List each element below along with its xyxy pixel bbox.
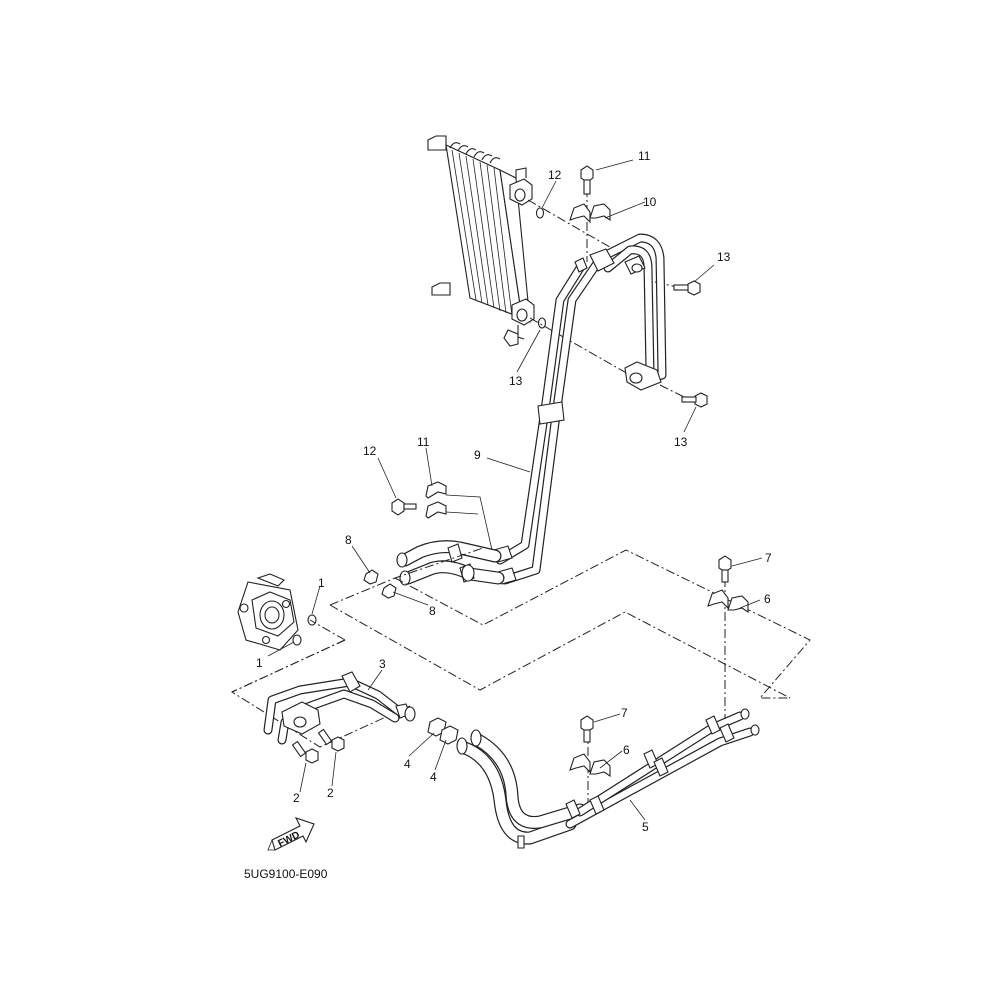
bolt-7-right <box>718 555 732 583</box>
bolt-11-lower <box>391 498 417 516</box>
clamp-10-lower <box>425 481 447 519</box>
callout-5: 5 <box>642 820 649 834</box>
o-ring-1-lower <box>292 634 302 646</box>
oil-cooler <box>427 135 535 347</box>
bolt-2-left <box>291 740 319 764</box>
oil-pipe-5 <box>456 708 760 849</box>
callout-12-lower: 13 <box>509 374 523 388</box>
callout-7-left: 7 <box>621 706 628 720</box>
clamp-6-right <box>707 589 749 614</box>
callout-6-right: 6 <box>764 592 771 606</box>
callout-numbers: 12 11 10 13 13 13 9 12 11 8 8 7 6 1 1 3 … <box>256 149 772 834</box>
callout-13-upper: 13 <box>717 250 731 264</box>
callout-9: 9 <box>474 448 481 462</box>
o-ring-12-lower <box>537 317 547 329</box>
leader-lines <box>267 159 763 821</box>
o-ring-12-upper <box>535 207 545 219</box>
clamp-10-upper <box>569 203 611 224</box>
bolt-11-upper <box>580 165 594 195</box>
fwd-arrow-icon: FWD <box>267 817 315 851</box>
oil-pipe-9 <box>396 233 667 586</box>
callout-7-right: 7 <box>765 551 772 565</box>
callout-11-upper: 11 <box>638 149 651 163</box>
callout-2-right: 2 <box>327 786 334 800</box>
oil-filter-housing <box>237 573 299 651</box>
clip-8-b <box>381 583 397 599</box>
o-ring-1-upper <box>307 614 317 626</box>
drawing-code: 5UG9100-E090 <box>244 867 328 881</box>
callout-1-upper: 1 <box>318 576 325 590</box>
callout-4-right: 4 <box>430 770 437 784</box>
callout-8-upper: 8 <box>345 533 352 547</box>
bolt-7-left <box>580 715 594 743</box>
callout-1-lower: 1 <box>256 656 263 670</box>
callout-4-left: 4 <box>404 757 411 771</box>
fwd-label: FWD <box>276 830 301 850</box>
bolt-13-lower <box>681 392 708 408</box>
callout-12-upper: 12 <box>548 168 562 182</box>
callout-8-lower: 8 <box>429 604 436 618</box>
callout-2-left: 2 <box>293 791 300 805</box>
bolt-13-upper <box>673 280 701 296</box>
callout-3: 3 <box>379 657 386 671</box>
clip-8-a <box>363 569 379 585</box>
callout-11-lower: 12 <box>363 444 377 458</box>
bolt-2-right <box>317 728 345 752</box>
callout-6-left: 6 <box>623 743 630 757</box>
callout-10-lower: 11 <box>417 435 430 449</box>
callout-13-lower: 13 <box>674 435 688 449</box>
oil-pipe-3 <box>263 671 416 745</box>
clip-4-b <box>439 725 459 745</box>
callout-10-upper: 10 <box>643 195 657 209</box>
